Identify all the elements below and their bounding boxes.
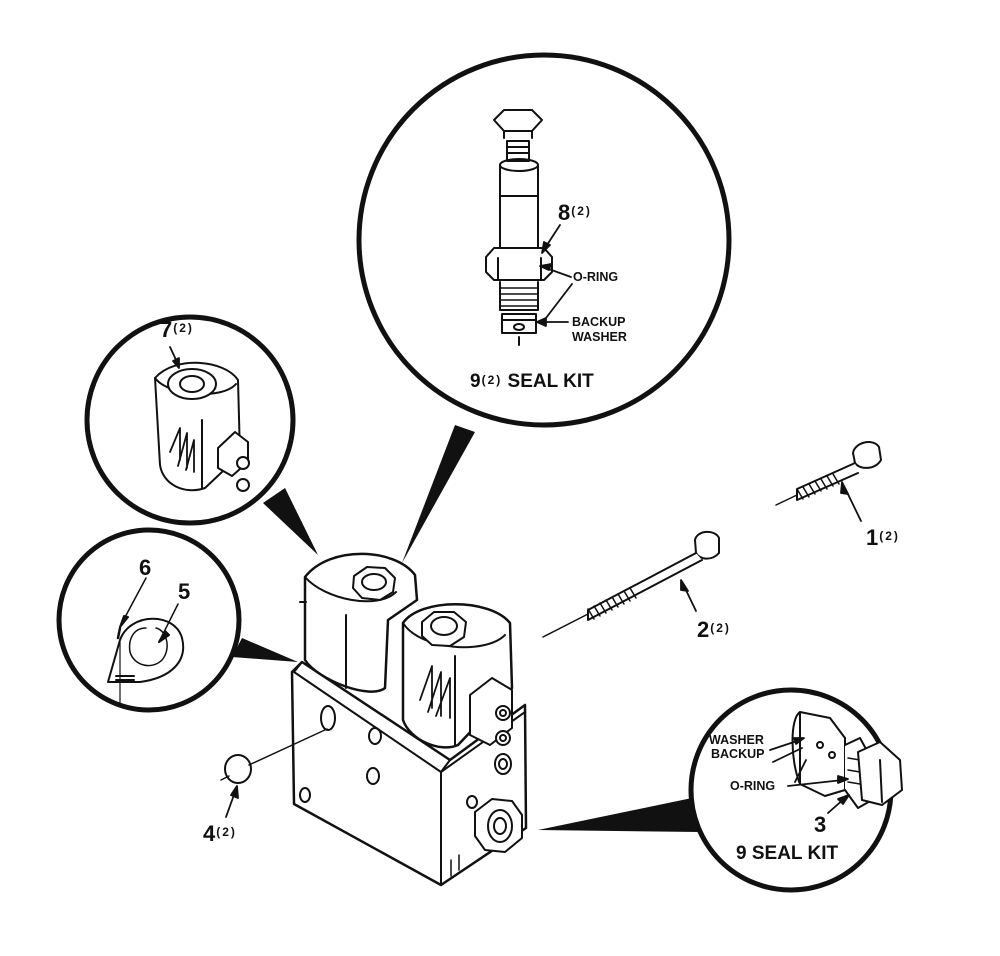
callout-7: 7(2) xyxy=(160,319,194,341)
callout-1-number: 1 xyxy=(866,525,879,550)
callout-7-number: 7 xyxy=(160,317,173,342)
callout-4-number: 4 xyxy=(203,821,216,846)
detail-circle-coil xyxy=(84,314,318,555)
callout-4-qty: (2) xyxy=(216,825,237,839)
callout-7-qty: (2) xyxy=(173,321,194,335)
callout-3: 3 xyxy=(814,814,826,836)
callout-9-seal-kit-top: 9(2) SEAL KIT xyxy=(470,372,594,391)
callout-9-right-text: SEAL KIT xyxy=(751,843,839,864)
leader-arrows xyxy=(169,224,862,818)
callout-8: 8(2) xyxy=(558,202,592,224)
callout-1-qty: (2) xyxy=(879,529,900,543)
manifold-hex-plug xyxy=(474,798,523,853)
callout-9-top-number: 9 xyxy=(470,371,481,392)
detail-circle-nameplate xyxy=(56,527,298,713)
callout-9-top-qty: (2) xyxy=(481,373,503,387)
detail-circle-plug xyxy=(538,687,903,893)
callout-2-number: 2 xyxy=(697,617,710,642)
o-ring-part-4 xyxy=(220,728,328,784)
callout-5: 5 xyxy=(178,581,190,603)
note-backup-right: BACKUP xyxy=(711,747,765,761)
callout-4: 4(2) xyxy=(203,823,237,845)
solenoid-coil-left xyxy=(299,552,419,693)
callout-2: 2(2) xyxy=(697,619,731,641)
callout-8-number: 8 xyxy=(558,200,571,225)
callout-3-number: 3 xyxy=(814,812,827,837)
note-o-ring-right: O-RING xyxy=(730,779,776,793)
note-o-ring-top: O-RING xyxy=(573,270,619,284)
callout-9-right-number: 9 xyxy=(736,843,747,864)
callout-1: 1(2) xyxy=(866,527,900,549)
cap-screw-part-1 xyxy=(775,441,882,506)
callout-9-top-text: SEAL KIT xyxy=(507,371,594,392)
callout-8-qty: (2) xyxy=(571,204,592,218)
note-backup-top: BACKUP xyxy=(572,315,626,329)
callout-5-number: 5 xyxy=(178,579,191,604)
callout-6: 6 xyxy=(139,557,151,579)
detail-circle-cartridge-top xyxy=(356,52,732,563)
callout-9-seal-kit-right: 9 SEAL KIT xyxy=(736,844,838,863)
cap-screw-part-2 xyxy=(542,530,720,638)
solenoid-coil-right xyxy=(401,603,514,749)
callout-6-number: 6 xyxy=(139,555,152,580)
note-washer-top: WASHER xyxy=(572,330,627,344)
note-washer-right: WASHER xyxy=(709,733,764,747)
callout-2-qty: (2) xyxy=(710,621,731,635)
